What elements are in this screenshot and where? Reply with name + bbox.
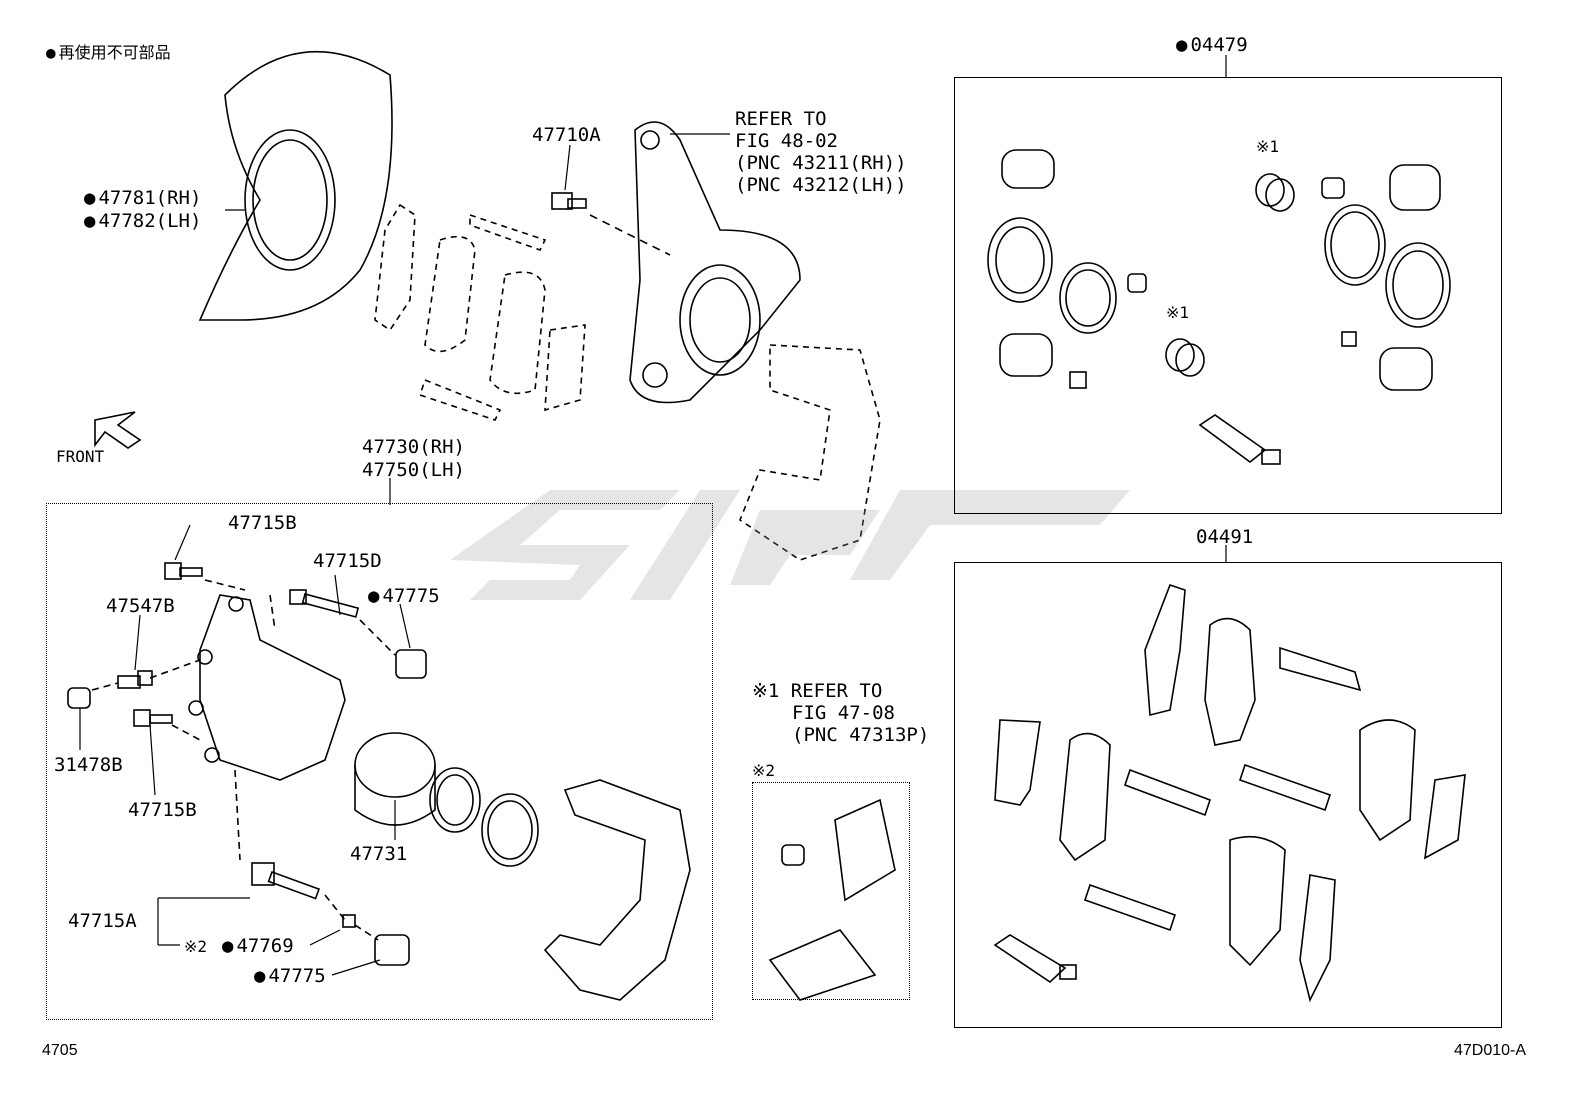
part-label-47731: 47731	[350, 843, 408, 865]
part-label-31478b: 31478B	[54, 754, 123, 776]
caliper-assembly-box	[46, 503, 713, 1020]
part-label-47775-bottom: 47775	[254, 965, 325, 987]
front-arrow-drawing	[94, 411, 142, 449]
legend-non-reusable: 再使用不可部品	[46, 42, 171, 64]
part-label-47769: 47769	[222, 935, 293, 957]
part-label-47715d: 47715D	[313, 550, 382, 572]
part-label-47715a: 47715A	[68, 910, 137, 932]
note2-box-parts-drawing	[768, 798, 896, 1001]
part-label-47715b-bottom: 47715B	[128, 799, 197, 821]
caliper-body-drawing	[188, 594, 346, 781]
pad-kit-box	[954, 562, 1502, 1028]
pad-kit-parts-drawing	[993, 583, 1466, 1003]
note1-line-2: FIG 47-08	[792, 702, 895, 724]
small-parts-drawing	[67, 562, 427, 966]
caliper-bracket-dashed-drawing	[739, 344, 881, 561]
part-label-47775-top: 47775	[368, 585, 439, 607]
note1-line-3: (PNC 47313P)	[792, 724, 930, 746]
note1-line-1: ※1 REFER TO	[752, 680, 883, 702]
caliper-bracket-drawing	[543, 779, 691, 1001]
part-label-47715b-top: 47715B	[228, 512, 297, 534]
part-label-47547b: 47547B	[106, 595, 175, 617]
mark-1-label-b: ※1	[1166, 303, 1190, 322]
refer-line-4: (PNC 43212(LH))	[735, 174, 907, 196]
note2-box	[752, 782, 910, 1000]
piston-seals-drawing	[354, 732, 539, 867]
kit-label-04479: 04479	[1176, 34, 1247, 56]
note2-label: ※2	[752, 761, 776, 780]
seal-kit-parts-drawing	[987, 149, 1451, 465]
part-label-47781: 47781(RH)	[84, 187, 201, 209]
kit-label-04491: 04491	[1196, 526, 1254, 548]
part-label-47750: 47750(LH)	[362, 459, 465, 481]
refer-line-2: FIG 48-02	[735, 130, 838, 152]
part-label-47782: 47782(LH)	[84, 210, 201, 232]
part-label-47730: 47730(RH)	[362, 436, 465, 458]
mark-1-label-a: ※1	[1256, 137, 1280, 156]
dust-shield-drawing	[198, 51, 393, 321]
part-label-47710a: 47710A	[532, 124, 601, 146]
page-number-left: 4705	[42, 1042, 78, 1059]
seal-kit-box	[954, 77, 1502, 514]
mark-2-label: ※2	[184, 937, 208, 956]
front-label: FRONT	[56, 447, 105, 466]
steering-knuckle-drawing	[629, 121, 801, 404]
refer-line-3: (PNC 43211(RH))	[735, 152, 907, 174]
pads-dashed-drawing	[374, 203, 586, 421]
refer-line-1: REFER TO	[735, 108, 827, 130]
page-number-right: 47D010-A	[1454, 1042, 1527, 1059]
bolt-47710a-drawing	[551, 192, 671, 256]
